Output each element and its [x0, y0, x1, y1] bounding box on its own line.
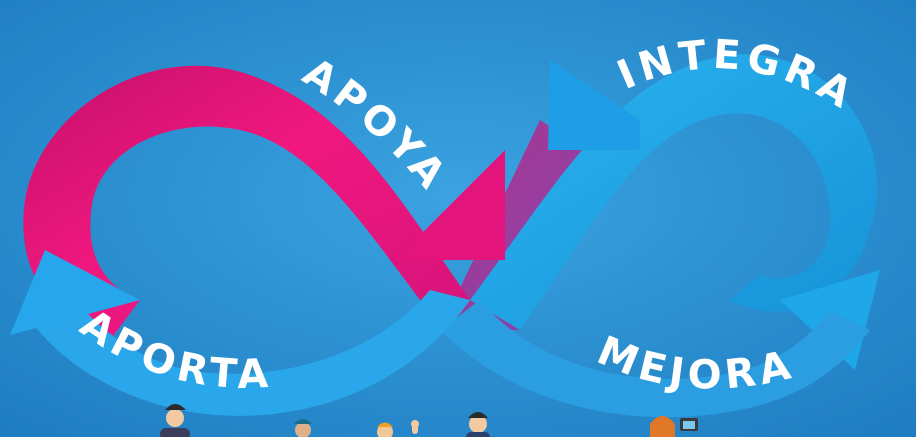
person-figure [680, 418, 698, 431]
left-loop-band [23, 65, 470, 340]
mejora-band [440, 300, 870, 418]
person-figure [466, 412, 490, 437]
apoya-arrowhead [395, 150, 505, 260]
right-loop-band [470, 54, 878, 330]
person-figure [294, 419, 312, 437]
person-figure [377, 422, 393, 437]
people-group [160, 404, 698, 437]
person-figure [411, 420, 419, 434]
person-figure [650, 416, 675, 437]
crossing-band [440, 120, 600, 330]
person-figure [160, 404, 190, 437]
integra-arrowhead [548, 60, 640, 150]
aporta-arrowhead [10, 250, 140, 335]
aporta-band [30, 290, 470, 416]
